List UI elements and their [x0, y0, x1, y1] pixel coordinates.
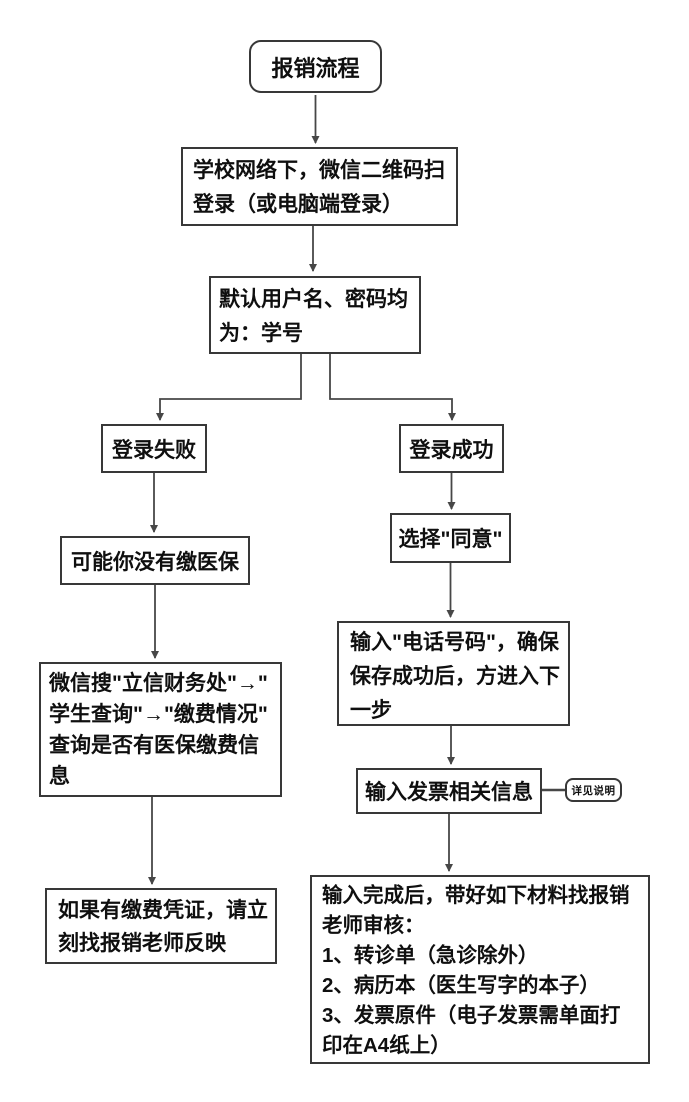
- edge-credentials-login-success: [329, 354, 456, 421]
- node-wechat-check: 微信搜"立信财务处"→" 学生查询"→"缴费情况" 查询是否有医保缴费信 息: [39, 662, 282, 797]
- node-invoice-info: 输入发票相关信息: [356, 768, 542, 814]
- node-default-credentials: 默认用户名、密码均 为：学号: [209, 276, 421, 354]
- node-scan-login: 学校网络下，微信二维码扫 登录（或电脑端登录）: [181, 147, 458, 226]
- edge-credentials-login-fail: [156, 354, 302, 421]
- node-invoice-note-tag: 详见说明: [565, 778, 622, 802]
- node-final-materials: 输入完成后，带好如下材料找报销 老师审核： 1、转诊单（急诊除外） 2、病历本（…: [310, 875, 650, 1064]
- node-start: 报销流程: [249, 40, 382, 93]
- node-login-success: 登录成功: [399, 424, 504, 473]
- node-agree: 选择"同意": [390, 513, 511, 563]
- node-login-fail: 登录失败: [101, 424, 207, 473]
- node-phone-number: 输入"电话号码"，确保 保存成功后，方进入下 一步: [337, 621, 570, 726]
- node-maybe-no-insurance: 可能你没有缴医保: [60, 536, 250, 585]
- node-payment-proof: 如果有缴费凭证，请立 刻找报销老师反映: [45, 888, 277, 964]
